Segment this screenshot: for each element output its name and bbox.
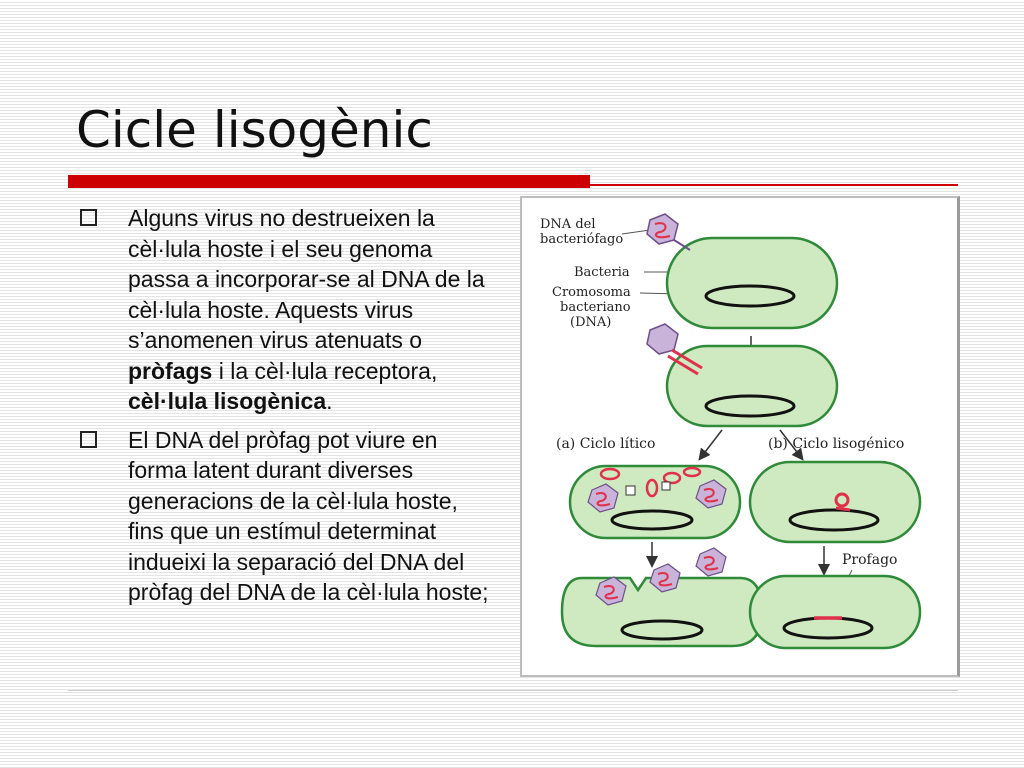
bullet-text: Alguns virus no destrueixen la cèl·lula … bbox=[128, 205, 485, 353]
lytic-cell-1 bbox=[568, 464, 742, 540]
label-ciclo-lisogenico: (b) Ciclo lisogénico bbox=[768, 436, 904, 452]
label-profago: Profago bbox=[842, 552, 897, 568]
arrow-to-lytic bbox=[698, 429, 723, 461]
arrow-to-lysogenic bbox=[779, 429, 804, 461]
lysogenic-cell-2 bbox=[748, 574, 922, 650]
cell-step-2 bbox=[665, 344, 839, 428]
bold-term: pròfags bbox=[128, 357, 213, 384]
bold-term: cèl·lula lisogènica bbox=[128, 388, 327, 414]
cell-step-1 bbox=[665, 236, 839, 330]
bullet-text: i la cèl·lula receptora, bbox=[212, 357, 438, 384]
footer-divider bbox=[68, 690, 958, 691]
bullet-text: . bbox=[326, 388, 333, 414]
label-dna-bacteriofago-2: bacteriófago bbox=[540, 232, 623, 247]
label-cromosoma-3: (DNA) bbox=[570, 315, 611, 330]
lysogenic-cycle-figure: DNA del bacteriófago Bacteria Cromosoma … bbox=[520, 196, 960, 677]
phage-attaching-icon bbox=[646, 213, 691, 251]
bullet-list: Alguns virus no destrueixen la cèl·lula … bbox=[78, 203, 498, 616]
bullet-text: El DNA del pròfag pot viure en forma lat… bbox=[128, 426, 489, 606]
label-dna-bacteriofago-1: DNA del bbox=[540, 217, 596, 232]
slide-title: Cicle lisogènic bbox=[76, 101, 433, 159]
title-underline-thin bbox=[590, 184, 958, 186]
phage-injecting-icon bbox=[646, 323, 703, 376]
label-cromosoma-1: Cromosoma bbox=[552, 285, 631, 300]
label-cromosoma-2: bacteriano bbox=[560, 300, 631, 315]
square-bullet-icon bbox=[80, 209, 97, 226]
label-ciclo-litico: (a) Ciclo lítico bbox=[556, 436, 655, 452]
bullet-item: El DNA del pròfag pot viure en forma lat… bbox=[78, 425, 498, 608]
square-bullet-icon bbox=[80, 430, 97, 448]
leader-line-dna bbox=[621, 229, 651, 235]
bullet-item: Alguns virus no destrueixen la cèl·lula … bbox=[78, 203, 498, 417]
title-underline-thick bbox=[68, 175, 590, 188]
lysogenic-cell-1 bbox=[748, 460, 922, 544]
title-underline bbox=[68, 175, 958, 188]
label-bacteria: Bacteria bbox=[574, 265, 630, 280]
lytic-cell-2 bbox=[560, 547, 764, 648]
lysogenic-cycle-diagram: DNA del bacteriófago Bacteria Cromosoma … bbox=[540, 213, 922, 650]
